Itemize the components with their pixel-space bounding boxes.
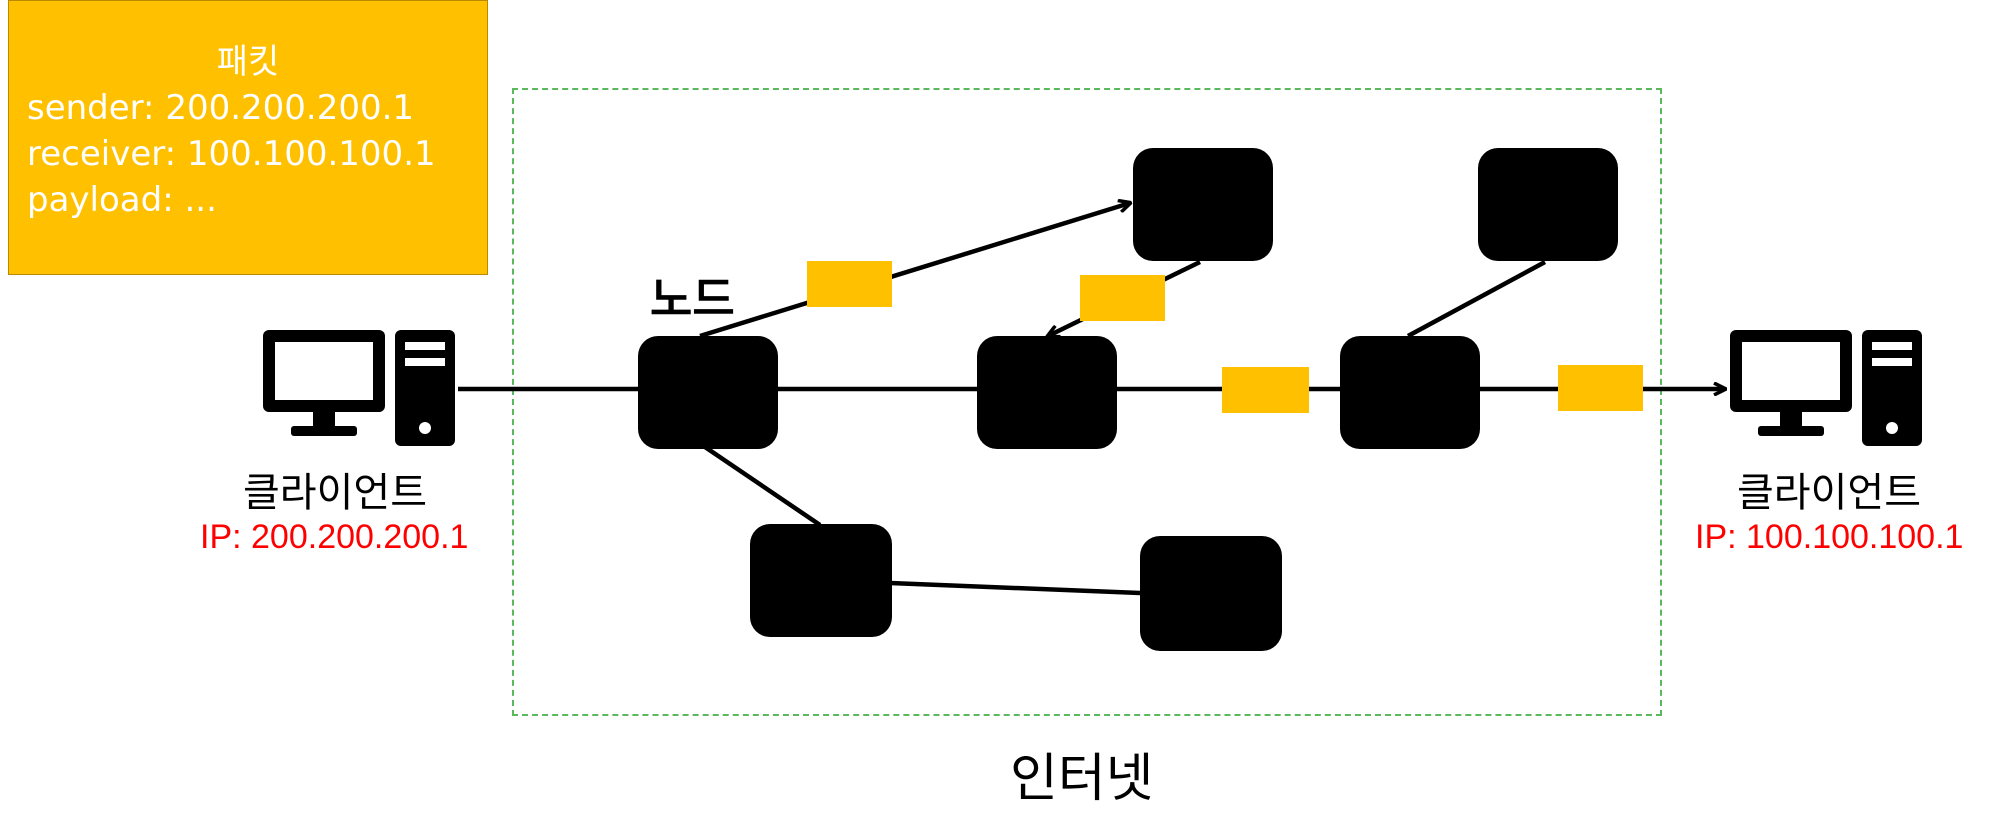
packet-payload: payload: ...: [27, 180, 217, 220]
right-client-ip: IP: 100.100.100.1: [1695, 518, 1964, 556]
left-client-ip: IP: 200.200.200.1: [200, 518, 469, 556]
link-node1-to-node2: [699, 203, 1130, 339]
router-node: [638, 336, 778, 449]
internet-label: 인터넷: [1010, 749, 1154, 809]
link-node5-to-node7: [889, 580, 1141, 596]
computer-icon: [263, 330, 455, 446]
node-label: 노드: [650, 272, 735, 326]
packet-title: 패킷: [216, 42, 280, 82]
internet-boundary: [512, 88, 1662, 716]
computer-icon: [1730, 330, 1922, 446]
router-node: [1133, 148, 1273, 261]
packet-marker: [1080, 275, 1165, 321]
packet-info-box: 패킷 sender: 200.200.200.1 receiver: 100.1…: [8, 0, 488, 275]
router-node: [1340, 336, 1480, 449]
packet-marker: [1558, 365, 1643, 411]
packet-receiver: receiver: 100.100.100.1: [27, 134, 436, 174]
router-node: [977, 336, 1117, 449]
packet-marker: [1222, 367, 1309, 413]
packet-marker: [807, 261, 892, 307]
right-client-label: 클라이언트: [1737, 470, 1921, 516]
link-node4-to-node6: [1406, 260, 1547, 338]
router-node: [750, 524, 892, 637]
router-node: [1140, 536, 1282, 651]
link-node1-to-node5: [703, 445, 822, 527]
left-client-label: 클라이언트: [243, 470, 427, 516]
packet-sender: sender: 200.200.200.1: [27, 88, 415, 128]
router-node: [1478, 148, 1618, 261]
